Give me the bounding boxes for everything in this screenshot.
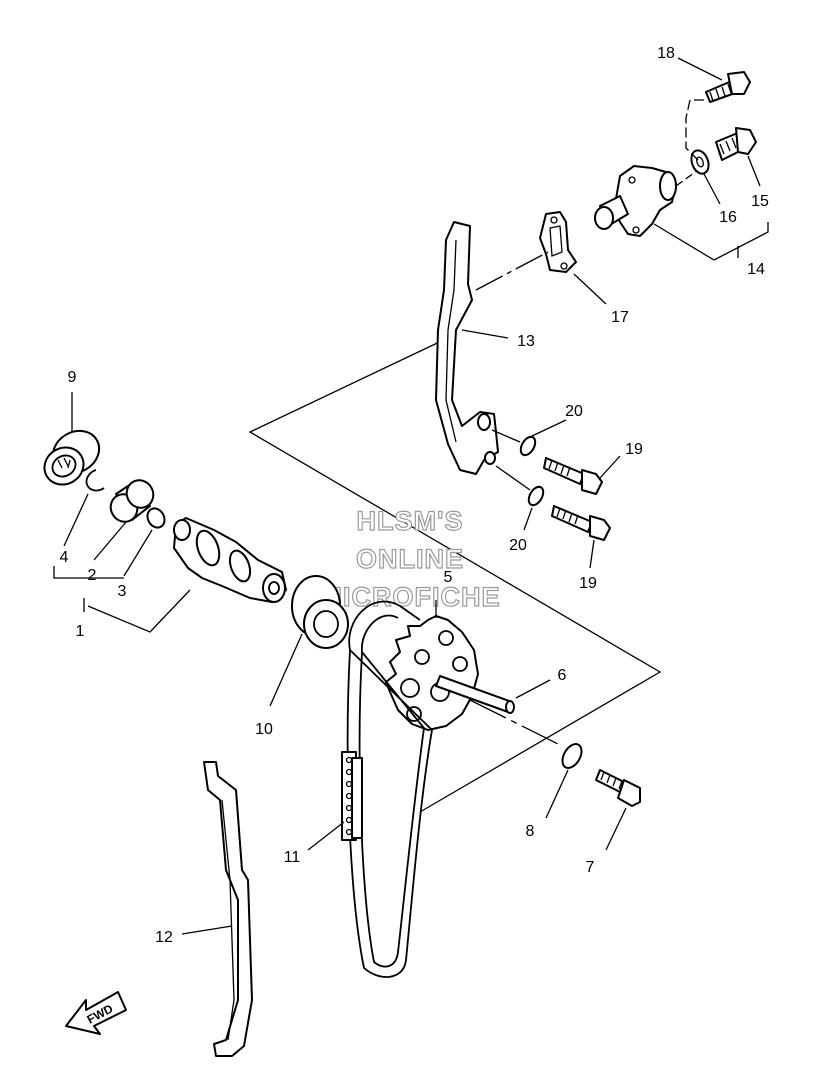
circlip-4 xyxy=(85,469,105,492)
callout-10: 10 xyxy=(255,721,273,738)
callout-1: 1 xyxy=(76,623,85,640)
callout-18: 18 xyxy=(657,45,675,62)
gasket-17 xyxy=(475,211,607,305)
callout-labels: 1 2 3 4 5 6 7 8 9 10 11 12 13 14 15 16 1… xyxy=(60,45,769,946)
bolt-18 xyxy=(677,57,751,161)
washer-20-lower xyxy=(495,465,545,531)
washer-16 xyxy=(690,149,721,205)
callout-7: 7 xyxy=(586,859,595,876)
chain-tensioner-14 xyxy=(594,165,769,261)
callout-6: 6 xyxy=(558,667,567,684)
callout-19-upper: 19 xyxy=(625,441,643,458)
leader-lines-left xyxy=(53,392,191,633)
callout-9: 9 xyxy=(68,369,77,386)
callout-4: 4 xyxy=(60,549,69,566)
callout-15: 15 xyxy=(751,193,769,210)
callout-5: 5 xyxy=(444,569,453,586)
watermark-line-3: MICROFICHE xyxy=(320,582,501,612)
camshaft xyxy=(173,517,287,603)
fwd-arrow-icon: FWD xyxy=(65,991,127,1035)
bolt-19-lower xyxy=(551,505,611,569)
callout-3: 3 xyxy=(118,583,127,600)
callout-8: 8 xyxy=(526,823,535,840)
chain-guide-12 xyxy=(181,761,253,1057)
sprocket-bearing-10 xyxy=(269,575,349,707)
bearing-2 xyxy=(109,479,155,523)
bolt-15 xyxy=(715,127,761,187)
washer-20-upper xyxy=(491,419,567,457)
bolt-19-upper xyxy=(543,455,621,495)
callout-12: 12 xyxy=(155,929,173,946)
callout-17: 17 xyxy=(611,309,629,326)
dowel-pin-6 xyxy=(435,675,561,746)
watermark: HLSM'S ONLINE MICROFICHE xyxy=(319,505,501,612)
reference-outline xyxy=(248,335,662,813)
watermark-line-2: ONLINE xyxy=(356,544,464,574)
callout-2: 2 xyxy=(88,567,97,584)
callout-19-lower: 19 xyxy=(579,575,597,592)
bolt-7 xyxy=(595,769,641,851)
callout-20-lower: 20 xyxy=(509,537,527,554)
callout-14: 14 xyxy=(747,261,765,278)
ring-3 xyxy=(146,507,166,529)
camshaft-bearing-9 xyxy=(43,429,101,486)
callout-16: 16 xyxy=(719,209,737,226)
cam-sprocket-5 xyxy=(385,600,479,731)
callout-13: 13 xyxy=(517,333,535,350)
callout-11: 11 xyxy=(284,849,301,866)
callout-20-upper: 20 xyxy=(565,403,583,420)
washer-8 xyxy=(545,743,583,819)
tensioner-guide-13 xyxy=(435,221,509,475)
timing-chain-11 xyxy=(307,600,433,978)
watermark-line-1: HLSM'S xyxy=(357,506,464,536)
